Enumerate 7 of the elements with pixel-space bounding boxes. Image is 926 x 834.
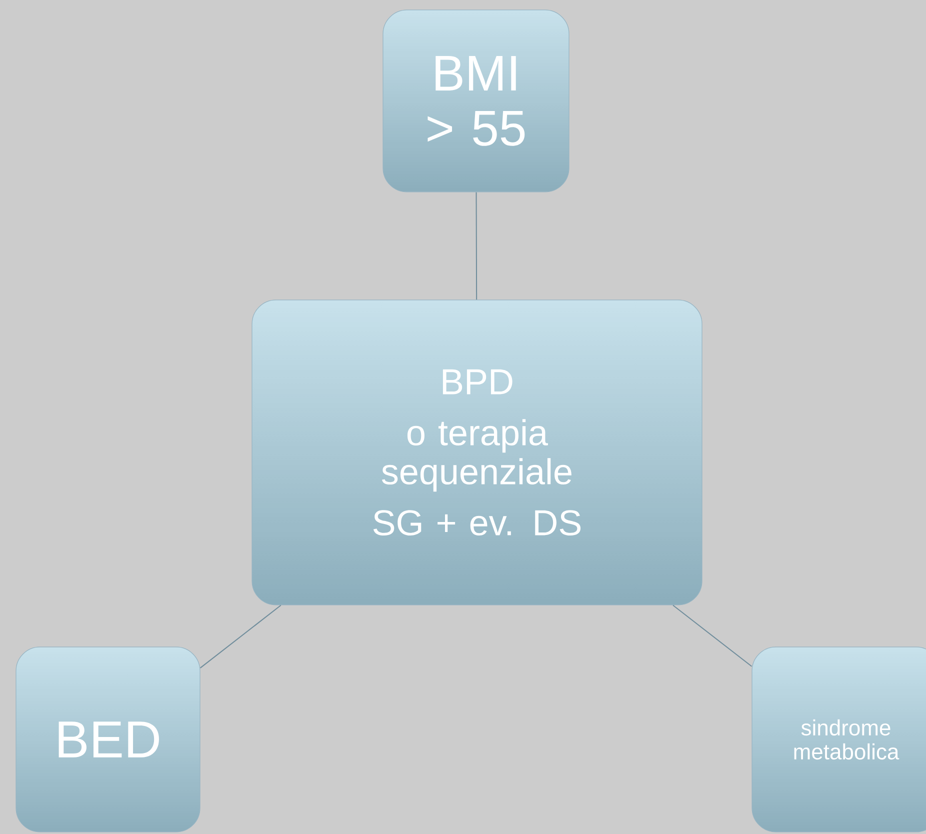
criterion-box: BED [16,646,200,832]
connector-line [672,604,752,667]
connector-line [476,192,478,300]
criterion-box: BMI > 55 [382,10,570,192]
treatment-box: BPD o terapia sequenziale SG + ev. DS [252,300,702,606]
criterion-box: sindrome metabolica [752,646,926,832]
connector-line [200,604,282,668]
